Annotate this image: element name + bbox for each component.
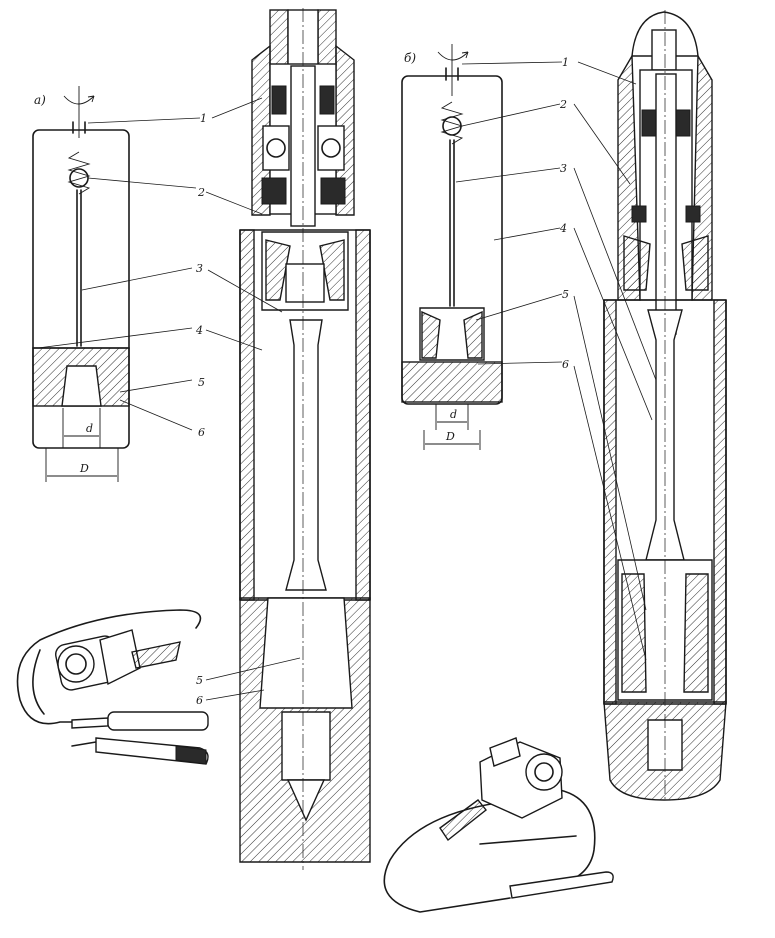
rotation-arrow-b-icon [437, 51, 469, 61]
callout-1: 1 [200, 112, 207, 125]
rotation-arrow-icon [63, 95, 95, 105]
callout-6-b: 6 [562, 358, 569, 371]
callout-6-lower: 6 [196, 694, 203, 707]
schematic-b: б) d D [401, 44, 563, 450]
callout-4-b: 4 [559, 222, 567, 235]
callout-2: 2 [197, 186, 205, 199]
dim-outer-a: D [79, 462, 89, 475]
callout-6: 6 [198, 426, 205, 439]
vibrator-tool-left [16, 609, 209, 765]
callouts-right: 1 2 3 4 5 6 [559, 56, 569, 371]
callout-1-b: 1 [562, 56, 569, 69]
callout-4: 4 [195, 324, 203, 337]
callout-5-lower: 5 [196, 674, 203, 687]
callout-3: 3 [196, 262, 203, 275]
dim-outer-b: D [445, 430, 455, 443]
vibrator-a-section [205, 8, 371, 870]
callout-2-b: 2 [559, 98, 567, 111]
panel-tag-b: б) [404, 51, 416, 65]
callout-5-b: 5 [562, 288, 569, 301]
vibrator-b-section [573, 10, 727, 801]
callout-5: 5 [198, 376, 205, 389]
callout-3-b: 3 [560, 162, 567, 175]
vibrator-tool-bottom [383, 737, 614, 913]
callouts-center: 1 2 3 4 5 6 5 6 [195, 112, 207, 707]
bearing-ball [69, 168, 89, 188]
schematic-a-body [32, 129, 130, 449]
panel-tag-a: a) [34, 93, 46, 107]
dim-inner-a: d [86, 422, 93, 435]
dim-inner-b: d [450, 408, 457, 421]
schematic-b-body [401, 75, 503, 405]
schematic-a: a) d D [32, 86, 201, 482]
